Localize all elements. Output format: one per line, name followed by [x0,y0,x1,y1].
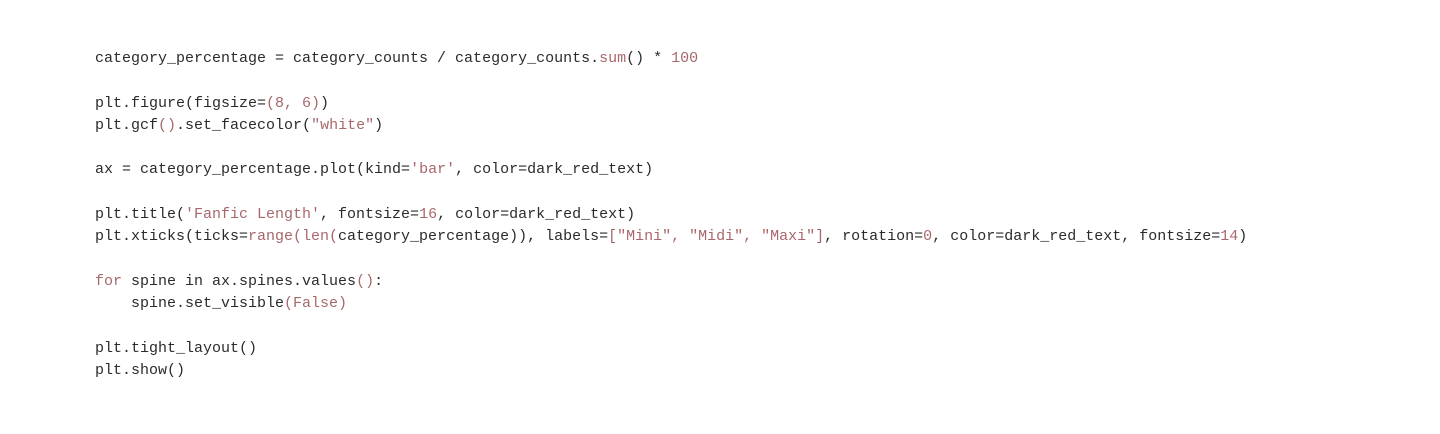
code-literal-token: (False) [284,295,348,313]
code-block: category_percentage = category_counts / … [95,48,1247,382]
code-token: , fontsize= [320,206,420,224]
code-literal-token: () [356,272,375,290]
code-line: for spine in ax.spines.values(): [95,271,1247,293]
code-token: plt.title( [95,206,186,224]
code-line: plt.show() [95,360,1247,382]
code-token: ) [374,116,384,134]
code-line [95,249,1247,271]
code-token: category_percentage)), labels= [338,228,609,246]
code-token: plt.show() [95,362,186,380]
code-line: plt.figure(figsize=(8, 6)) [95,93,1247,115]
code-literal-token: "white" [311,116,375,134]
code-token: plt.tight_layout() [95,339,258,357]
code-token: .set_facecolor( [176,116,312,134]
code-token: , color=dark_red_text) [455,161,654,179]
code-literal-token: 0 [923,228,933,246]
code-line: plt.gcf().set_facecolor("white") [95,115,1247,137]
code-line [95,137,1247,159]
code-token: plt.xticks(ticks= [95,228,249,246]
code-line: spine.set_visible(False) [95,293,1247,315]
code-token: category_percentage = category_counts / … [95,50,600,67]
code-token: ax = category_percentage.plot(kind= [95,161,411,179]
code-literal-token: 14 [1220,228,1239,246]
code-literal-token: () [158,116,177,134]
code-line [95,70,1247,92]
code-token: plt.figure(figsize= [95,94,267,112]
code-literal-token: 'bar' [410,161,456,179]
code-literal-token: 16 [419,206,438,224]
code-literal-token: (8, 6) [266,94,321,112]
code-literal-token: for [95,272,123,290]
code-line: plt.tight_layout() [95,338,1247,360]
code-token: , rotation= [824,228,924,246]
code-line: plt.xticks(ticks=range(len(category_perc… [95,226,1247,248]
code-line: ax = category_percentage.plot(kind='bar'… [95,159,1247,181]
code-literal-token: range(len( [248,228,339,246]
code-token: ) [320,94,330,112]
code-token: () * [626,50,672,67]
code-token: plt.gcf [95,116,159,134]
code-token: , color=dark_red_text, fontsize= [932,228,1221,246]
code-line: category_percentage = category_counts / … [95,48,1247,70]
code-token: ) [1238,228,1248,246]
code-token: spine in ax.spines.values [122,272,357,290]
code-literal-token: ["Mini", "Midi", "Maxi"] [608,228,825,246]
code-token: , color=dark_red_text) [437,206,636,224]
code-token: : [374,272,384,290]
code-line: plt.title('Fanfic Length', fontsize=16, … [95,204,1247,226]
code-line [95,182,1247,204]
code-line [95,316,1247,338]
code-literal-token: sum [599,50,627,67]
code-token: spine.set_visible [95,295,285,313]
code-literal-token: 'Fanfic Length' [185,206,321,224]
code-literal-token: 100 [671,50,699,67]
